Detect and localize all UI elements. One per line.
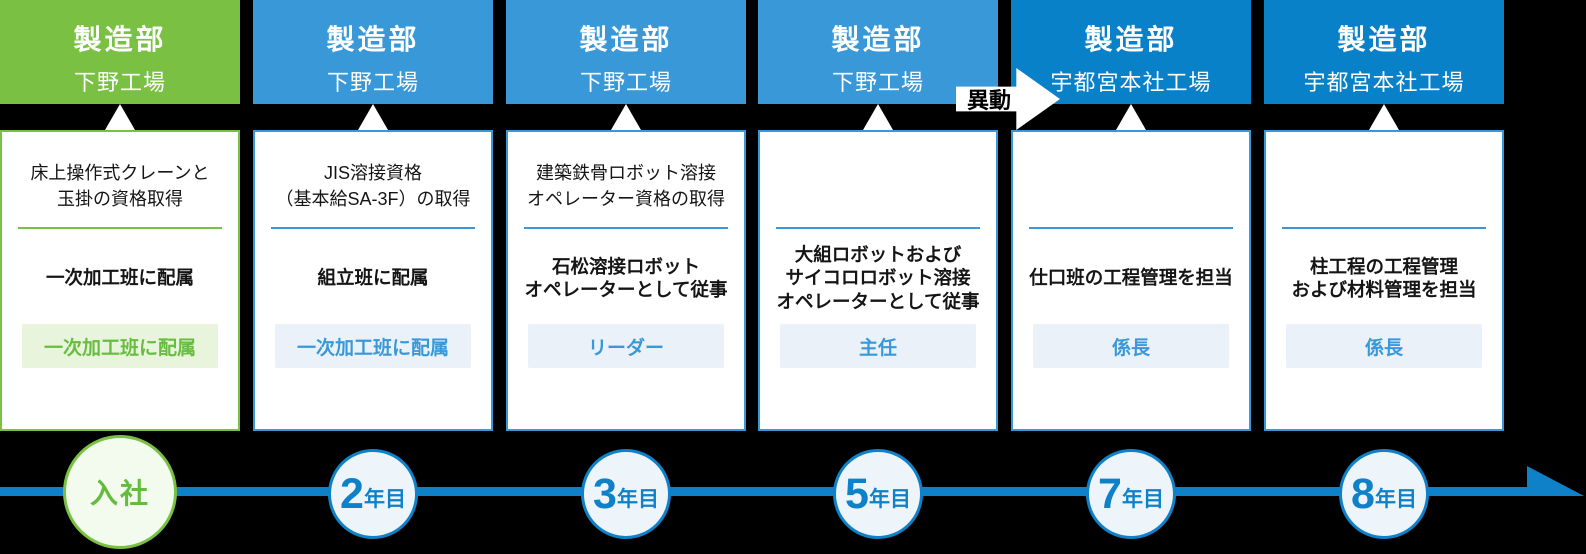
role-text: 仕口班の工程管理を担当 xyxy=(1029,267,1233,289)
pointer-notch-icon xyxy=(1369,104,1399,130)
career-stage-column-2: 製造部 下野工場 JIS溶接資格 （基本給SA-3F）の取得 組立班に配属 一次… xyxy=(253,0,493,431)
transfer-arrow: 異動 xyxy=(956,68,1060,130)
stage-header: 製造部 下野工場 xyxy=(253,0,493,104)
role-text: 大組ロボットおよび サイコロロボット溶接 オペレーターとして従事 xyxy=(776,244,980,312)
qualification-text: 建築鉄骨ロボット溶接 オペレーター資格の取得 xyxy=(527,162,725,209)
career-stage-column-3: 製造部 下野工場 建築鉄骨ロボット溶接 オペレーター資格の取得 石松溶接ロボット… xyxy=(506,0,746,431)
department-label: 製造部 xyxy=(326,24,420,55)
pointer-notch-icon xyxy=(1116,104,1146,130)
stage-card: 大組ロボットおよび サイコロロボット溶接 オペレーターとして従事 主任 xyxy=(758,130,998,431)
card-divider xyxy=(18,227,222,229)
stage-card: 建築鉄骨ロボット溶接 オペレーター資格の取得 石松溶接ロボット オペレーターとし… xyxy=(506,130,746,431)
factory-label: 下野工場 xyxy=(579,70,672,95)
qualification-text xyxy=(1015,142,1247,230)
pointer-notch-icon xyxy=(358,104,388,130)
role-text: 組立班に配属 xyxy=(317,267,429,289)
factory-label: 下野工場 xyxy=(73,70,166,95)
card-divider xyxy=(776,227,980,229)
pointer-notch-icon xyxy=(105,104,135,130)
career-stage-column-1: 製造部 下野工場 床上操作式クレーンと 玉掛の資格取得 一次加工班に配属 一次加… xyxy=(0,0,240,431)
timeline-node-start: 入社 xyxy=(63,435,177,549)
career-stage-column-6: 製造部 宇都宮本社工場 柱工程の工程管理 および材料管理を担当 係長 xyxy=(1264,0,1504,431)
qualification-text xyxy=(762,142,994,230)
card-divider xyxy=(1282,227,1486,229)
role-text: 一次加工班に配属 xyxy=(45,267,194,289)
position-badge: 主任 xyxy=(780,324,976,368)
position-badge: 係長 xyxy=(1286,324,1482,368)
stage-header: 製造部 下野工場 xyxy=(758,0,998,104)
position-badge: 一次加工班に配属 xyxy=(22,324,218,368)
transfer-label: 異動 xyxy=(966,88,1011,113)
card-divider xyxy=(1029,227,1233,229)
qualification-text: JIS溶接資格 （基本給SA-3F）の取得 xyxy=(275,162,471,209)
department-label: 製造部 xyxy=(831,24,925,55)
card-divider xyxy=(524,227,728,229)
position-badge: 一次加工班に配属 xyxy=(275,324,471,368)
stage-header: 製造部 下野工場 xyxy=(0,0,240,104)
qualification-text: 床上操作式クレーンと 玉掛の資格取得 xyxy=(30,162,210,209)
timeline-line xyxy=(0,487,1552,496)
stage-header: 製造部 宇都宮本社工場 xyxy=(1011,0,1251,104)
department-label: 製造部 xyxy=(73,24,167,55)
department-label: 製造部 xyxy=(1084,24,1178,55)
department-label: 製造部 xyxy=(1337,24,1431,55)
stage-card: JIS溶接資格 （基本給SA-3F）の取得 組立班に配属 一次加工班に配属 xyxy=(253,130,493,431)
stage-header: 製造部 宇都宮本社工場 xyxy=(1264,0,1504,104)
career-stage-column-5: 製造部 宇都宮本社工場 仕口班の工程管理を担当 係長 xyxy=(1011,0,1251,431)
timeline-arrowhead-icon xyxy=(1527,466,1584,496)
qualification-text xyxy=(1268,142,1500,230)
factory-label: 下野工場 xyxy=(831,70,924,95)
factory-label: 宇都宮本社工場 xyxy=(1050,70,1212,95)
position-badge: リーダー xyxy=(528,324,724,368)
position-badge: 係長 xyxy=(1033,324,1229,368)
pointer-notch-icon xyxy=(863,104,893,130)
stage-card: 仕口班の工程管理を担当 係長 xyxy=(1011,130,1251,431)
role-text: 石松溶接ロボット オペレーターとして従事 xyxy=(524,255,728,300)
factory-label: 宇都宮本社工場 xyxy=(1303,70,1465,95)
role-text: 柱工程の工程管理 および材料管理を担当 xyxy=(1291,255,1477,300)
factory-label: 下野工場 xyxy=(326,70,419,95)
career-stage-column-4: 製造部 下野工場 大組ロボットおよび サイコロロボット溶接 オペレーターとして従… xyxy=(758,0,998,431)
card-divider xyxy=(271,227,475,229)
stage-card: 床上操作式クレーンと 玉掛の資格取得 一次加工班に配属 一次加工班に配属 xyxy=(0,130,240,431)
department-label: 製造部 xyxy=(579,24,673,55)
stage-header: 製造部 下野工場 xyxy=(506,0,746,104)
pointer-notch-icon xyxy=(611,104,641,130)
stage-card: 柱工程の工程管理 および材料管理を担当 係長 xyxy=(1264,130,1504,431)
